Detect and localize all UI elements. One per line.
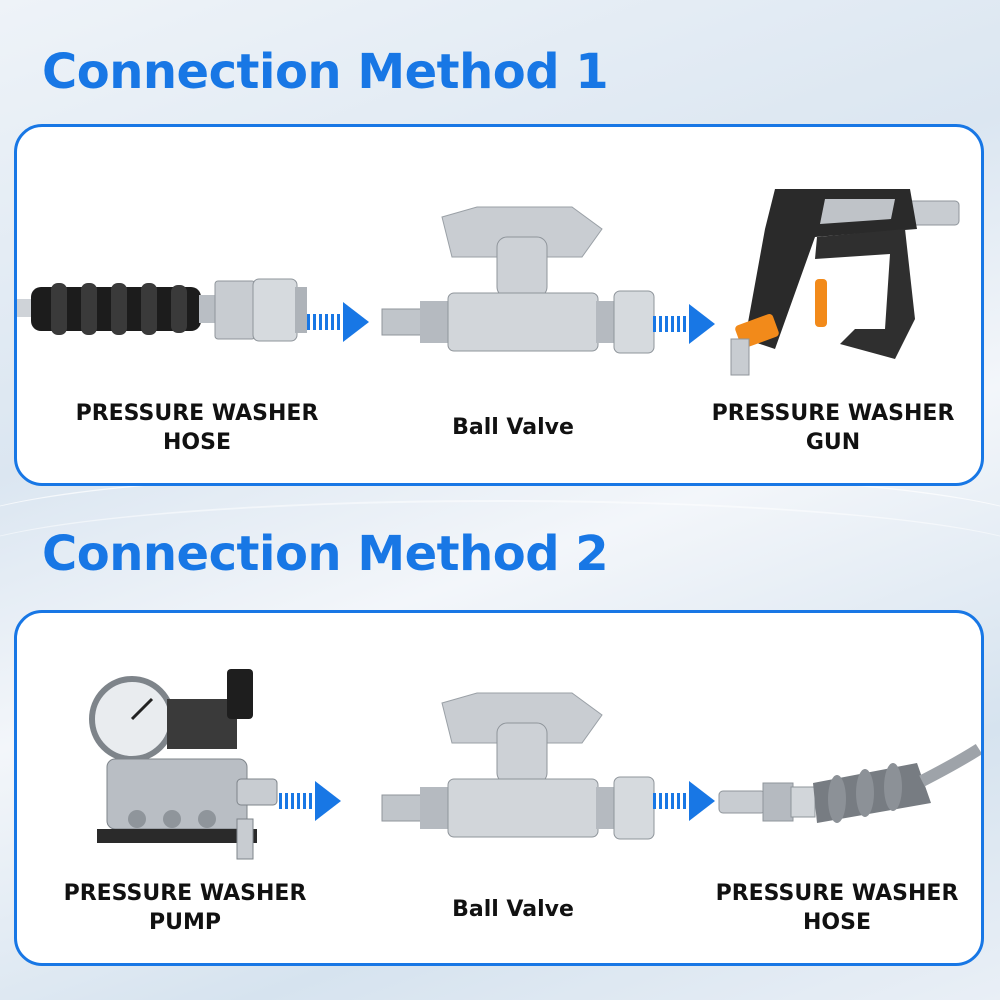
pressure-washer-gun-item — [705, 169, 977, 399]
pressure-washer-pump-item — [77, 669, 287, 869]
pressure-washer-hose-item — [17, 267, 317, 357]
pressure-washer-hose-icon — [17, 278, 307, 342]
label-line-2: PUMP — [148, 910, 221, 935]
pressure-washer-hose-icon — [718, 743, 983, 823]
label-line-2: HOSE — [803, 910, 871, 935]
arrow-right-icon — [307, 302, 369, 342]
ball-valve-label: Ball Valve — [383, 895, 643, 924]
label-line-1: PRESSURE WASHER — [75, 401, 319, 426]
pressure-washer-hose-item — [717, 743, 983, 853]
method-1-heading: Connection Method 1 — [42, 44, 609, 100]
method-2-panel: PRESSURE WASHER PUMP Ball Valve PRESSURE… — [14, 610, 984, 966]
label-line-2: HOSE — [163, 430, 231, 455]
label-line-1: PRESSURE WASHER — [715, 881, 959, 906]
pressure-washer-hose-label: PRESSURE WASHER HOSE — [47, 399, 347, 457]
label-line-1: PRESSURE WASHER — [63, 881, 307, 906]
label-line-1: PRESSURE WASHER — [711, 401, 955, 426]
pressure-washer-gun-icon — [730, 189, 960, 376]
label-line-2: GUN — [805, 430, 861, 455]
background-wave — [0, 500, 1000, 622]
pressure-washer-gun-label: PRESSURE WASHER GUN — [683, 399, 983, 457]
method-2-heading: Connection Method 2 — [42, 526, 609, 582]
arrow-right-icon — [653, 781, 715, 821]
pressure-washer-pump-label: PRESSURE WASHER PUMP — [35, 879, 335, 937]
ball-valve-item — [372, 683, 662, 843]
pressure-washer-pump-icon — [89, 669, 278, 860]
ball-valve-icon — [381, 692, 655, 840]
ball-valve-item — [372, 197, 662, 357]
label-line-1: Ball Valve — [452, 897, 574, 922]
arrow-right-icon — [653, 304, 715, 344]
ball-valve-icon — [381, 206, 655, 354]
label-line-1: Ball Valve — [452, 415, 574, 440]
ball-valve-label: Ball Valve — [383, 413, 643, 442]
method-1-panel: PRESSURE WASHER HOSE Ball Valve PRESSURE… — [14, 124, 984, 486]
pressure-washer-hose-label: PRESSURE WASHER HOSE — [687, 879, 987, 937]
arrow-right-icon — [279, 781, 341, 821]
